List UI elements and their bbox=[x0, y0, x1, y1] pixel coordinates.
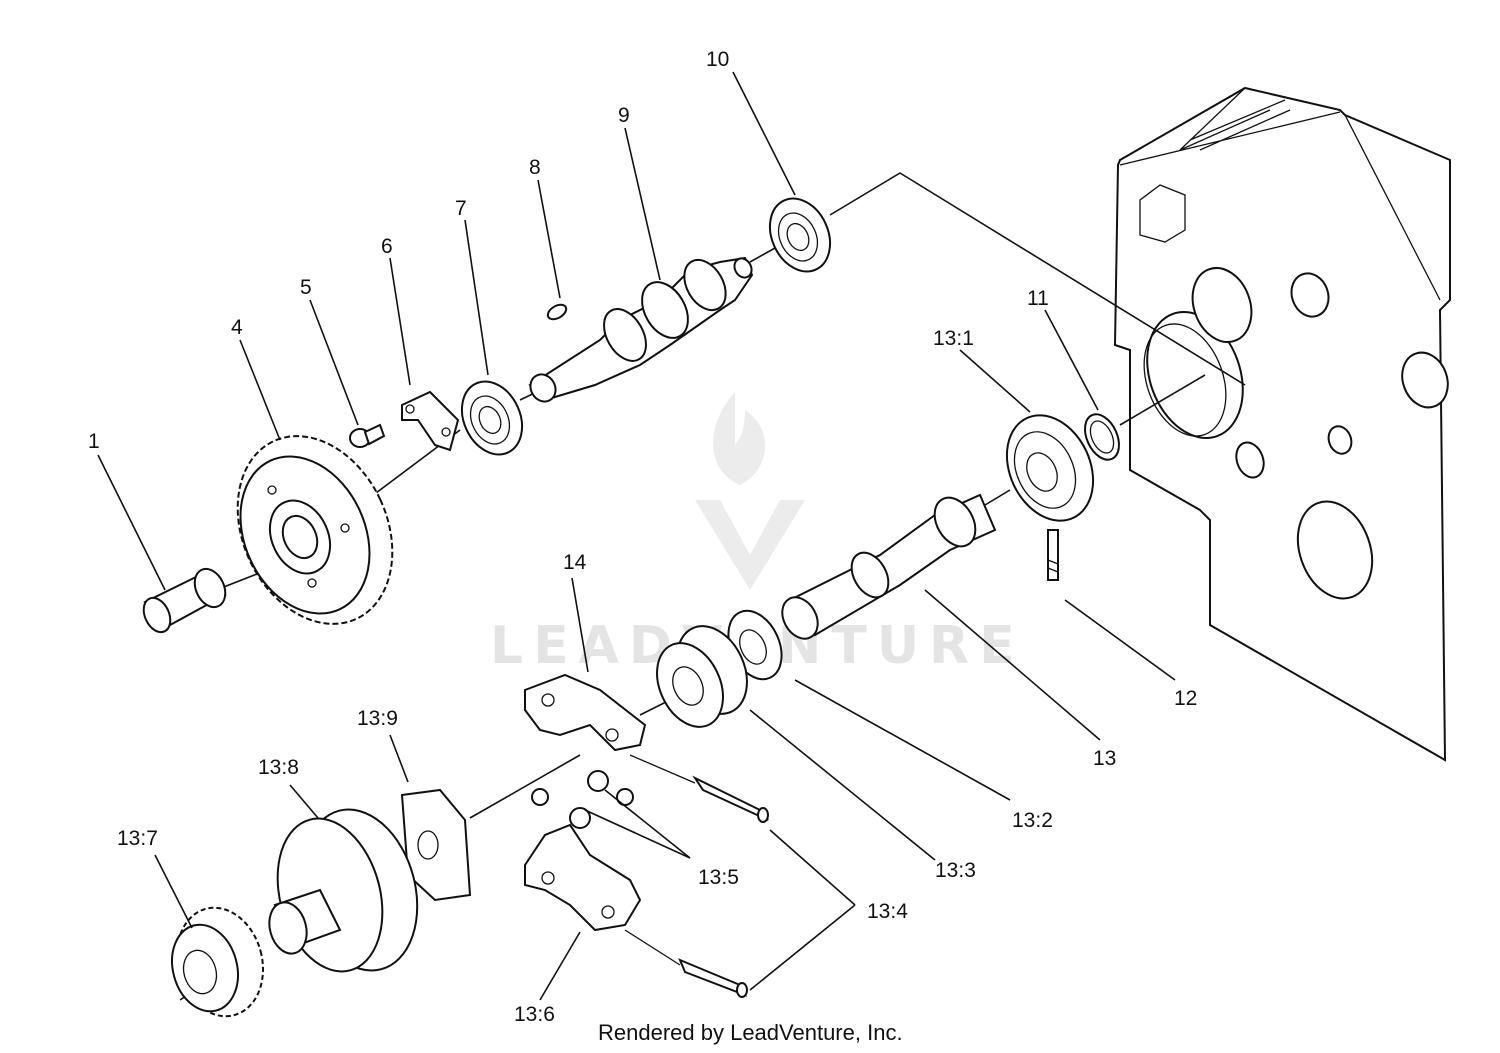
label-13-2: 13:2 bbox=[1012, 809, 1053, 832]
label-6: 6 bbox=[381, 235, 393, 258]
label-13-8: 13:8 bbox=[258, 756, 299, 779]
label-10: 10 bbox=[706, 48, 729, 71]
engine-block bbox=[1113, 86, 1451, 762]
part-13-governor-shaft bbox=[781, 493, 997, 640]
part-6-retainer-plate bbox=[401, 390, 460, 452]
part-9-camshaft bbox=[528, 256, 754, 403]
part-13-1-bearing bbox=[1005, 414, 1095, 522]
part-7-bearing bbox=[460, 380, 524, 456]
part-4-cam-gear bbox=[236, 435, 394, 625]
label-13-7: 13:7 bbox=[117, 827, 158, 850]
label-12: 12 bbox=[1174, 687, 1197, 710]
part-labels: 1 4 5 6 7 8 9 10 11 12 13 14 13:1 13:2 1… bbox=[88, 48, 1197, 1026]
label-13-6: 13:6 bbox=[514, 1003, 555, 1026]
label-5: 5 bbox=[300, 276, 312, 299]
label-4: 4 bbox=[231, 316, 243, 339]
part-11-circlip bbox=[1084, 413, 1120, 461]
rendered-by-footer: Rendered by LeadVenture, Inc. bbox=[598, 1020, 903, 1045]
label-8: 8 bbox=[529, 156, 541, 179]
v-logo-icon bbox=[695, 500, 805, 590]
label-7: 7 bbox=[455, 197, 467, 220]
flame-logo-icon bbox=[713, 392, 766, 485]
part-14-weight-holder bbox=[524, 673, 647, 752]
label-13: 13 bbox=[1093, 747, 1116, 770]
label-11: 11 bbox=[1027, 287, 1049, 310]
label-14: 14 bbox=[563, 551, 587, 574]
part-13-4-pins bbox=[624, 754, 769, 998]
label-1: 1 bbox=[88, 430, 100, 453]
part-8-key bbox=[546, 303, 568, 321]
label-13-4: 13:4 bbox=[867, 900, 908, 923]
label-9: 9 bbox=[618, 104, 630, 127]
part-13-6-governor-weight bbox=[524, 823, 642, 932]
label-13-5: 13:5 bbox=[698, 866, 739, 889]
label-13-1: 13:1 bbox=[933, 327, 974, 350]
leader-lines bbox=[97, 71, 1176, 1001]
part-13-7-small-gear bbox=[171, 906, 264, 1018]
part-1-shaft-stub bbox=[142, 567, 227, 634]
label-13-3: 13:3 bbox=[935, 859, 976, 882]
part-13-8-drum bbox=[268, 808, 419, 973]
part-13-3-sleeve bbox=[656, 625, 748, 728]
label-13-9: 13:9 bbox=[357, 707, 398, 730]
part-12-pin bbox=[1047, 529, 1059, 581]
part-10-bearing bbox=[768, 197, 832, 273]
part-13-5-nuts bbox=[531, 770, 634, 829]
part-5-bolt bbox=[349, 423, 386, 448]
